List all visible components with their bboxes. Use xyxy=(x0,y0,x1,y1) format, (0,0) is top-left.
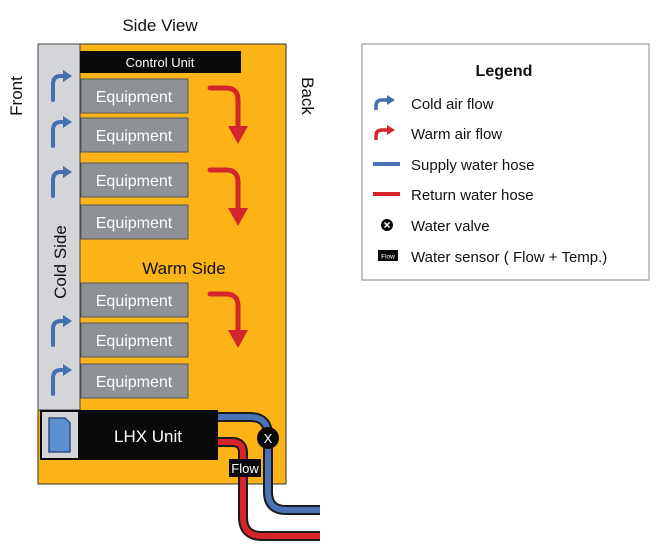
equipment-label: Equipment xyxy=(96,89,173,106)
equipment-3: Equipment xyxy=(80,162,189,198)
equipment-5: Equipment xyxy=(80,282,189,318)
cold-side-panel xyxy=(37,43,81,411)
control-unit xyxy=(80,51,241,73)
cold-air-arrow-icon xyxy=(374,95,395,110)
legend-title: Legend xyxy=(476,63,533,80)
cold-air-arrow-icon xyxy=(51,315,72,347)
legend-label: Water valve xyxy=(411,218,490,235)
back-label: Back xyxy=(298,77,317,115)
legend-label: Return water hose xyxy=(411,187,534,204)
water-valve-label: X xyxy=(264,431,273,446)
control-unit-label: Control Unit xyxy=(126,55,195,70)
legend-box xyxy=(361,43,650,281)
equipment-label: Equipment xyxy=(96,333,173,350)
heat-exchanger-icon xyxy=(48,417,71,453)
cold-side-label: Cold Side xyxy=(51,225,70,299)
legend: Legend Cold air flow Warm air flow Suppl… xyxy=(361,43,650,281)
flow-sensor-label: Flow xyxy=(231,461,259,476)
legend-label: Cold air flow xyxy=(411,96,494,113)
cold-air-arrows xyxy=(51,70,72,396)
diagram-title: Side View xyxy=(122,16,198,35)
warm-air-arrow-icon xyxy=(374,125,395,140)
flow-sensor-icon-text: Flow xyxy=(381,254,395,261)
equipment-label: Equipment xyxy=(96,128,173,145)
cold-air-arrow-icon xyxy=(51,166,72,198)
warm-air-arrow-icon xyxy=(207,167,248,226)
warm-air-arrow-icon xyxy=(207,291,248,348)
warm-air-arrow-icon xyxy=(207,85,248,144)
flow-sensor-icon xyxy=(378,250,398,261)
legend-item-warm-air-flow: Warm air flow xyxy=(374,125,502,143)
legend-label: Supply water hose xyxy=(411,157,534,174)
equipment-7: Equipment xyxy=(80,363,189,399)
equipment-label: Equipment xyxy=(96,374,173,391)
equipment-label: Equipment xyxy=(96,215,173,232)
water-hoses xyxy=(218,412,320,541)
warm-air-arrows xyxy=(207,85,248,348)
equipment-4: Equipment xyxy=(80,204,189,240)
equipment-label: Equipment xyxy=(96,173,173,190)
front-label: Front xyxy=(7,76,26,116)
cold-air-arrow-icon xyxy=(51,116,72,148)
legend-label: Warm air flow xyxy=(411,126,502,143)
water-valve-icon xyxy=(257,427,279,449)
equipment-6: Equipment xyxy=(80,322,189,358)
equipment-label: Equipment xyxy=(96,293,173,310)
legend-item-cold-air-flow: Cold air flow xyxy=(374,95,494,113)
warm-side-label: Warm Side xyxy=(142,259,225,278)
legend-item-supply-water-hose: Supply water hose xyxy=(373,157,534,174)
return-hose xyxy=(218,439,320,539)
equipment-1: Equipment xyxy=(80,78,189,114)
cold-air-arrow-icon xyxy=(51,70,72,102)
legend-item-return-water-hose: Return water hose xyxy=(373,187,534,204)
cold-air-arrow-icon xyxy=(51,364,72,396)
legend-item-water-valve: Water valve xyxy=(381,218,490,235)
legend-label: Water sensor ( Flow + Temp.) xyxy=(411,249,607,266)
flow-sensor xyxy=(229,459,261,477)
legend-item-water-sensor: Flow Water sensor ( Flow + Temp.) xyxy=(378,249,607,266)
lhx-unit-label: LHX Unit xyxy=(114,427,182,446)
supply-hose xyxy=(218,414,320,513)
equipment-2: Equipment xyxy=(80,117,189,153)
